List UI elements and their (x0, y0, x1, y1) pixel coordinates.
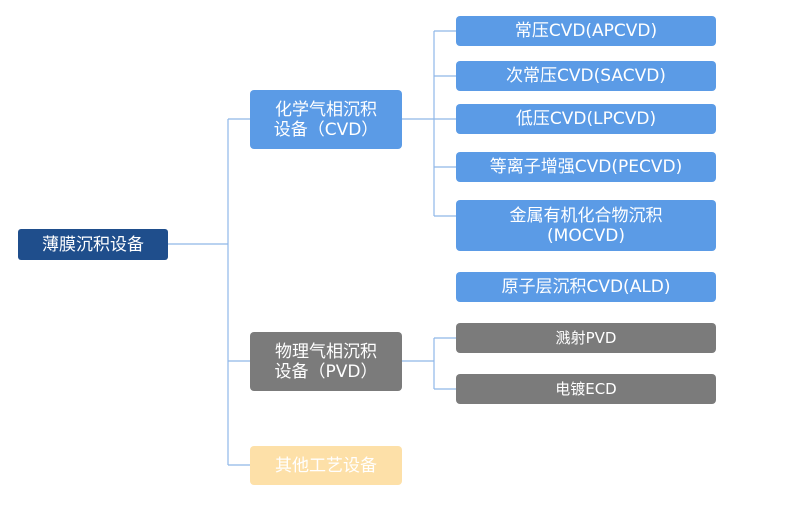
pvd-child-electroplating[interactable]: 电镀ECD (456, 374, 716, 404)
ald-node[interactable]: 原子层沉积CVD(ALD) (456, 272, 716, 302)
cvd-child-label: 等离子增强CVD(PECVD) (489, 157, 683, 177)
pvd-child-label: 电镀ECD (555, 380, 617, 398)
cvd-branch-label-line2: 设备（CVD） (273, 119, 379, 140)
cvd-child-mocvd[interactable]: 金属有机化合物沉积(MOCVD) (456, 200, 716, 251)
ald-label: 原子层沉积CVD(ALD) (501, 277, 671, 297)
cvd-child-apcvd[interactable]: 常压CVD(APCVD) (456, 16, 716, 46)
pvd-branch-label-line1: 物理气相沉积 (275, 341, 377, 362)
other-branch-label: 其他工艺设备 (275, 455, 377, 476)
other-branch-node[interactable]: 其他工艺设备 (250, 446, 402, 485)
cvd-branch-node[interactable]: 化学气相沉积 设备（CVD） (250, 90, 402, 149)
cvd-child-sacvd[interactable]: 次常压CVD(SACVD) (456, 61, 716, 91)
cvd-child-label: 金属有机化合物沉积(MOCVD) (509, 205, 663, 246)
pvd-branch-node[interactable]: 物理气相沉积 设备（PVD） (250, 332, 402, 391)
cvd-child-label: 低压CVD(LPCVD) (515, 109, 657, 129)
root-label: 薄膜沉积设备 (42, 234, 144, 255)
cvd-child-label: 次常压CVD(SACVD) (506, 66, 666, 86)
pvd-branch-label-line2: 设备（PVD） (274, 361, 378, 382)
pvd-child-sputtering[interactable]: 溅射PVD (456, 323, 716, 353)
cvd-child-pecvd[interactable]: 等离子增强CVD(PECVD) (456, 152, 716, 182)
pvd-child-label: 溅射PVD (555, 329, 617, 347)
cvd-child-label: 常压CVD(APCVD) (514, 21, 658, 41)
root-node[interactable]: 薄膜沉积设备 (18, 229, 168, 260)
cvd-branch-label-line1: 化学气相沉积 (275, 99, 377, 120)
cvd-child-lpcvd[interactable]: 低压CVD(LPCVD) (456, 104, 716, 134)
